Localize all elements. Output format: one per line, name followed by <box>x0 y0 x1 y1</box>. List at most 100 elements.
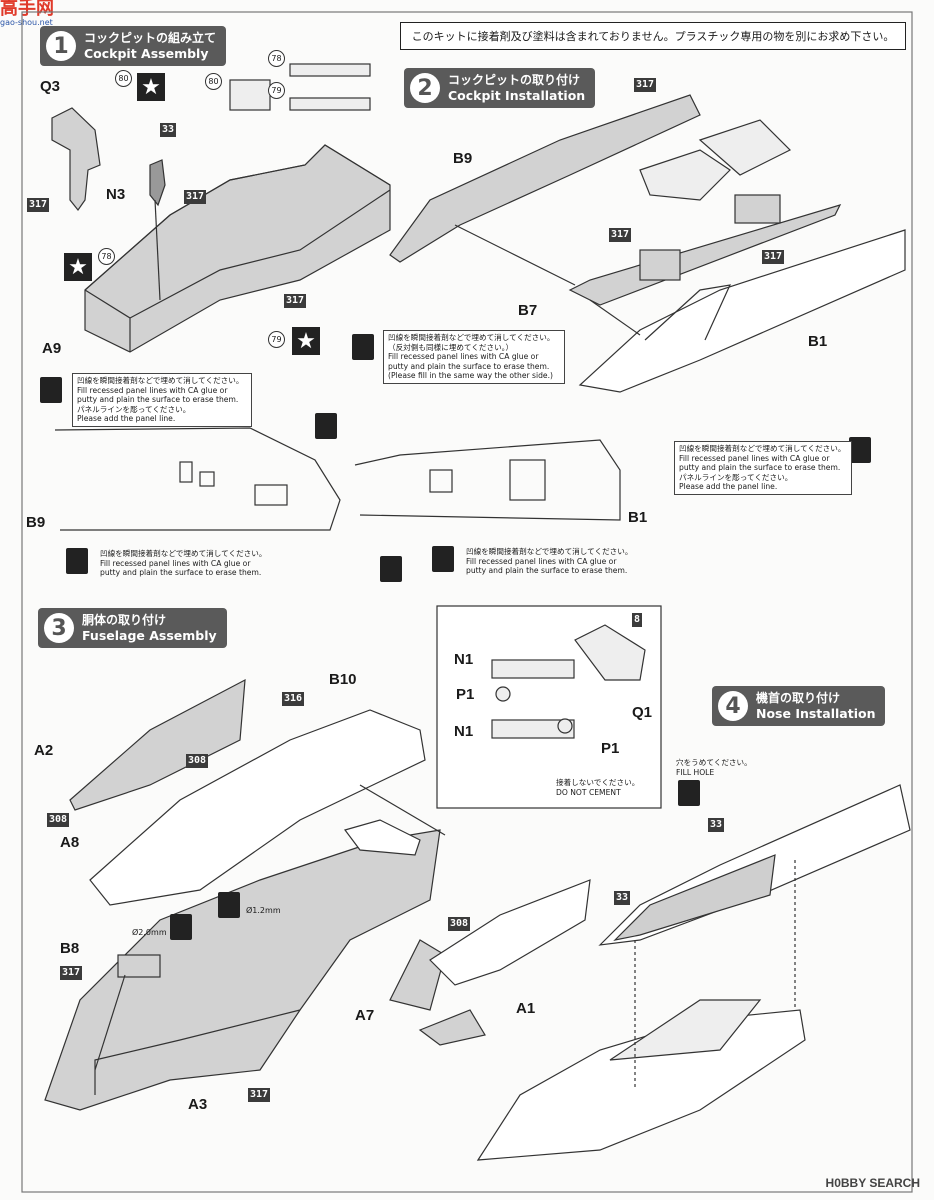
fill-note-b1: 凹線を瞬間接着剤などで埋めて消してください。 Fill recessed pan… <box>674 441 852 495</box>
paint-code-badge: 8 <box>632 613 643 627</box>
fill-tool-icon <box>66 548 88 574</box>
note-jp: 凹線を瞬間接着剤などで埋めて消してください。 <box>100 549 267 558</box>
note-en: putty and plain the surface to erase the… <box>466 566 628 575</box>
step-title-en: Nose Installation <box>756 706 876 721</box>
step-title-jp: 機首の取り付け <box>756 691 841 705</box>
note-en: Fill recessed panel lines with CA glue o… <box>100 558 251 568</box>
decal-number: 80 <box>115 70 132 87</box>
star-icon: ★ <box>64 253 92 281</box>
note-en-panel: Please add the panel line. <box>77 414 176 423</box>
note-en-other: (Please fill in the same way the other s… <box>388 371 553 380</box>
panel-line-tool-icon <box>380 556 402 582</box>
part-label-q1: Q1 <box>632 704 653 721</box>
decal-number: 78 <box>98 248 115 265</box>
watermark-text: H0BBY SEARCH <box>825 1176 920 1190</box>
step-title-jp: コックピットの取り付け <box>448 73 581 87</box>
paint-code-badge: 317 <box>248 1088 271 1102</box>
part-label-b1: B1 <box>808 333 828 350</box>
part-label-a8: A8 <box>60 834 80 851</box>
fill-note-cockpit: 凹線を瞬間接着剤などで埋めて消してください。 （反対側も同様に埋めてください。）… <box>383 330 565 384</box>
step-number: 2 <box>410 73 440 103</box>
fill-hole-note: 穴をうめてください。 FILL HOLE <box>672 756 780 779</box>
drill-size-label: Ø2.0mm <box>132 928 167 937</box>
note-en: putty and plain the surface to erase the… <box>388 361 550 371</box>
part-label-b1-side: B1 <box>628 509 648 526</box>
fill-tool-icon <box>678 780 700 806</box>
part-label-a2: A2 <box>34 742 54 759</box>
step-title-en: Fuselage Assembly <box>82 628 217 643</box>
note-jp: 凹線を瞬間接着剤などで埋めて消してください。 <box>679 444 846 453</box>
fill-tool-icon <box>849 437 871 463</box>
logo-text: 高手网 <box>0 0 54 19</box>
star-icon: ★ <box>292 327 320 355</box>
step-title-jp: 胴体の取り付け <box>82 613 167 627</box>
paint-code-badge: 33 <box>614 891 631 905</box>
step-number: 1 <box>46 31 76 61</box>
paint-code-badge: 33 <box>160 123 177 137</box>
part-label-a1: A1 <box>516 1000 536 1017</box>
note-jp-panel: パネルラインを彫ってください。 <box>77 404 191 414</box>
fill-tool-icon <box>352 334 374 360</box>
note-jp-panel: パネルラインを彫ってください。 <box>679 472 793 482</box>
decal-number: 80 <box>205 73 222 90</box>
note-en: Fill recessed panel lines with CA glue o… <box>466 556 617 566</box>
step-number: 4 <box>718 691 748 721</box>
part-label-a7: A7 <box>355 1007 375 1024</box>
part-label-n1-bottom: N1 <box>454 723 474 740</box>
step-title-jp: コックピットの組み立て <box>84 31 217 45</box>
paint-code-badge: 308 <box>448 917 471 931</box>
decal-number: 79 <box>268 82 285 99</box>
drill-icon <box>218 892 240 918</box>
paint-code-badge: 317 <box>284 294 307 308</box>
logo-subtext: gao-shou.net <box>0 18 53 27</box>
part-label-b9-side: B9 <box>26 514 46 531</box>
notice-banner: このキットに接着剤及び塗料は含まれておりません。プラスチック専用の物を別にお求め… <box>400 22 906 50</box>
paint-code-badge: 308 <box>47 813 70 827</box>
part-label-a9: A9 <box>42 340 62 357</box>
note-en: putty and plain the surface to erase the… <box>100 568 262 577</box>
note-en: Fill recessed panel lines with CA glue o… <box>388 352 539 361</box>
note-jp: 凹線を瞬間接着剤などで埋めて消してください。 <box>388 333 555 342</box>
fill-note-b1-lower: 凹線を瞬間接着剤などで埋めて消してください。 Fill recessed pan… <box>462 545 638 578</box>
fill-tool-icon <box>432 546 454 572</box>
note-en-panel: Please add the panel line. <box>679 482 778 491</box>
paint-code-badge: 317 <box>609 228 632 242</box>
note-en: Fill recessed panel lines with CA glue o… <box>77 385 228 395</box>
star-icon: ★ <box>137 73 165 101</box>
part-label-q3: Q3 <box>40 78 61 95</box>
note-jp: 穴をうめてください。 <box>676 758 752 767</box>
paint-code-badge: 308 <box>186 754 209 768</box>
part-label-a3: A3 <box>188 1096 208 1113</box>
part-label-b10: B10 <box>329 671 357 688</box>
paint-code-badge: 33 <box>708 818 725 832</box>
no-cement-note: 接着しないでください。 DO NOT CEMENT <box>552 776 660 799</box>
step-title-en: Cockpit Assembly <box>84 46 209 61</box>
drill-size-label: Ø1.2mm <box>246 906 281 915</box>
paint-code-badge: 317 <box>184 190 207 204</box>
paint-code-badge: 317 <box>60 966 83 980</box>
part-label-p1-bottom: P1 <box>601 740 620 757</box>
site-logo: 高手网 gao-shou.net <box>0 0 70 40</box>
paint-code-badge: 317 <box>634 78 657 92</box>
drill-icon <box>170 914 192 940</box>
paint-code-badge: 316 <box>282 692 305 706</box>
note-jp-other: （反対側も同様に埋めてください。） <box>388 342 514 352</box>
part-label-b9: B9 <box>453 150 473 167</box>
part-label-b7: B7 <box>518 302 538 319</box>
step-number: 3 <box>44 613 74 643</box>
part-label-n3: N3 <box>106 186 126 203</box>
note-jp: 凹線を瞬間接着剤などで埋めて消してください。 <box>466 547 633 556</box>
step-title-en: Cockpit Installation <box>448 88 586 103</box>
note-en: putty and plain the surface to erase the… <box>77 395 239 404</box>
note-jp: 接着しないでください。 <box>556 778 640 787</box>
fill-tool-icon <box>40 377 62 403</box>
paint-code-badge: 317 <box>27 198 50 212</box>
part-label-n1-top: N1 <box>454 651 474 668</box>
part-label-p1-top: P1 <box>456 686 475 703</box>
note-en: putty and plain the surface to erase the… <box>679 463 841 472</box>
fill-note-b9: 凹線を瞬間接着剤などで埋めて消してください。 Fill recessed pan… <box>72 373 252 427</box>
